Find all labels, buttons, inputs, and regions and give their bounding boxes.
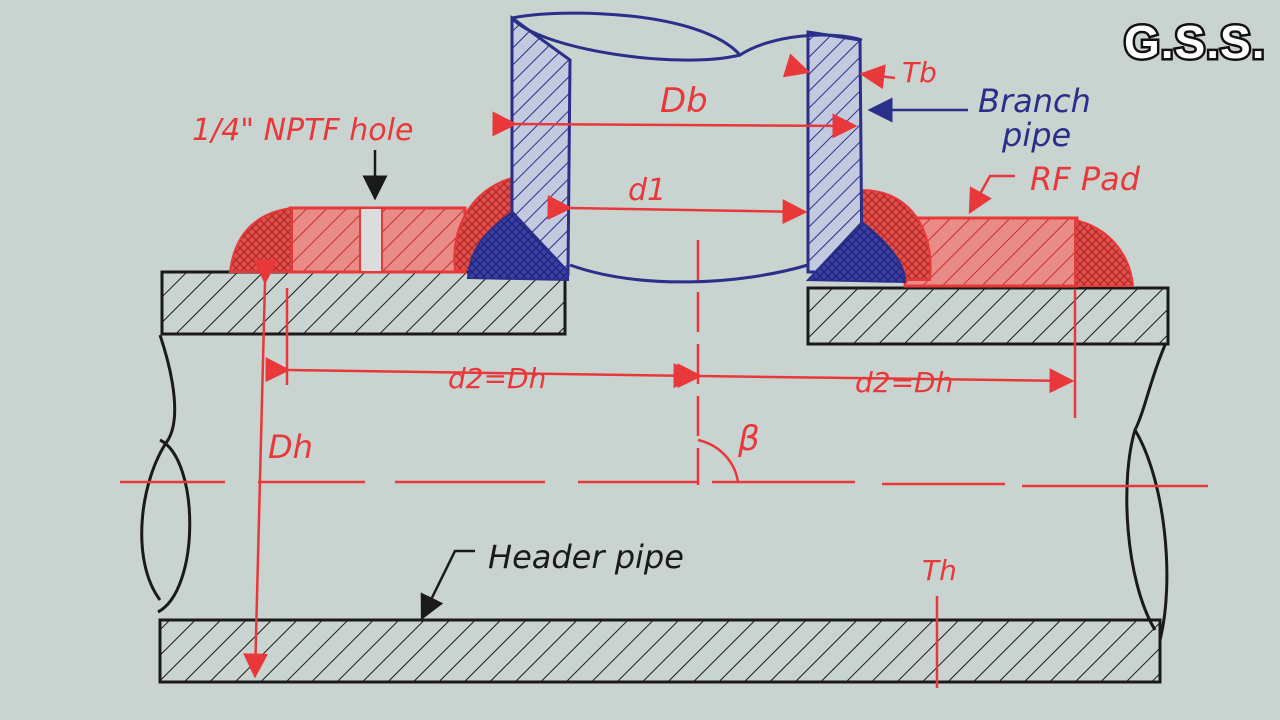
rf-pad [228,176,1135,288]
header-pipe [140,270,1170,684]
header-pipe-label: Header pipe [488,538,684,576]
branch-pipe [466,11,907,284]
dimensions [243,53,1077,688]
d1-label: d1 [628,173,666,208]
nptf-hole [359,207,383,273]
centerlines [120,240,1208,488]
d2-left-label: d2=Dh [448,362,546,395]
branch-pipe-label-line1: Branch [978,82,1091,120]
nptf-hole-label: 1/4" NPTF hole [192,113,413,148]
th-label: Th [922,554,957,587]
tb-label: Tb [902,56,937,89]
d2-right-label: d2=Dh [855,366,953,399]
branch-pipe-label-line2: pipe [1001,116,1071,154]
db-label: Db [660,81,708,121]
beta-label: β [737,419,760,459]
dh-label: Dh [268,428,313,466]
gss-logo: G.S.S. [1124,16,1265,68]
rf-pad-label: RF Pad [1030,160,1141,198]
